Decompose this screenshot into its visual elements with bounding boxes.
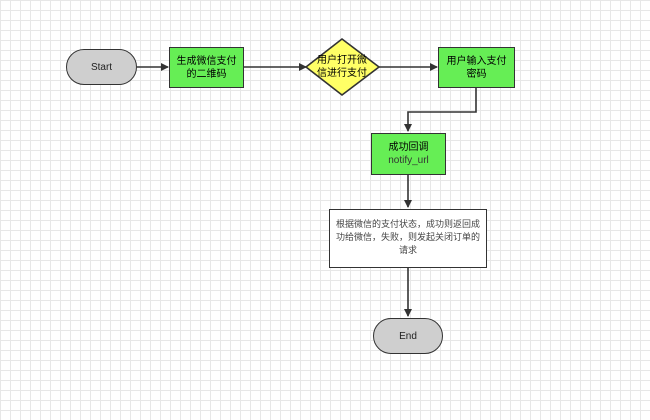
generate-qr-code-label: 生成微信支付的二维码 xyxy=(176,55,237,80)
notify-url-label: notify_url xyxy=(388,155,429,166)
success-callback-label: 成功回调 xyxy=(388,142,429,153)
connector-step2-to-callback xyxy=(404,88,477,132)
success-callback-node: 成功回调 notify_url xyxy=(371,133,446,175)
end-node-label: End xyxy=(399,330,417,342)
start-node: Start xyxy=(66,49,137,85)
user-opens-wechat-label: 用户打开微信进行支付 xyxy=(317,55,367,79)
enter-password-label: 用户输入支付密码 xyxy=(446,55,507,80)
start-node-label: Start xyxy=(90,61,113,73)
payment-status-note-node: 根据微信的支付状态，成功则返回成功给微信，失败，则发起关闭订单的请求 xyxy=(329,209,487,268)
payment-status-note-label: 根据微信的支付状态，成功则返回成功给微信，失败，则发起关闭订单的请求 xyxy=(336,220,481,256)
generate-qr-code-node: 生成微信支付的二维码 xyxy=(169,47,244,88)
end-node: End xyxy=(373,318,443,354)
enter-password-node: 用户输入支付密码 xyxy=(438,47,515,88)
user-opens-wechat-node: 用户打开微信进行支付 xyxy=(312,53,372,81)
decision-diamond xyxy=(304,37,381,97)
